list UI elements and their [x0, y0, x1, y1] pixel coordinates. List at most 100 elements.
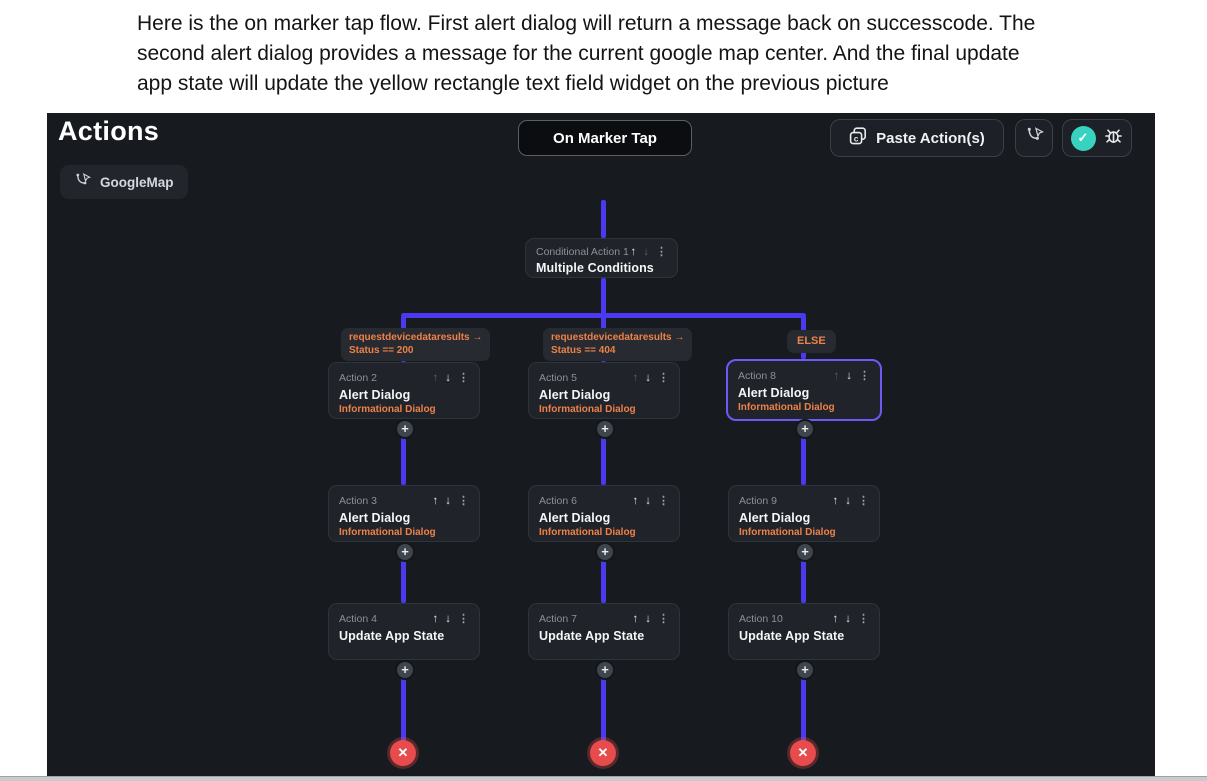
action-label: Action 6	[539, 494, 577, 507]
condition-pill[interactable]: requestdevicedataresults → Status == 200	[341, 328, 491, 362]
more-menu-icon[interactable]: ⋮	[858, 613, 869, 625]
move-down-icon[interactable]: ↓	[645, 494, 651, 507]
action-label: Conditional Action 1	[536, 245, 629, 258]
copy-icon: c	[849, 127, 867, 149]
move-up-icon[interactable]: ↑	[432, 371, 439, 384]
close-icon: ✕	[797, 745, 809, 760]
action-card[interactable]: Action 6 ↑ ↓ ⋮ Alert Dialog Informationa…	[528, 485, 680, 542]
action-title: Alert Dialog	[339, 388, 411, 402]
run-debug-group: ✓	[1062, 119, 1132, 157]
condition-else-label: ELSE	[797, 335, 826, 347]
add-action-button[interactable]: +	[395, 542, 415, 562]
action-label: Action 10	[739, 612, 783, 625]
move-down-icon[interactable]: ↓	[445, 612, 451, 625]
move-up-icon[interactable]: ↑	[632, 612, 639, 625]
action-label: Action 5	[539, 371, 577, 384]
close-icon: ✕	[597, 745, 609, 760]
action-card[interactable]: Action 10 ↑ ↓ ⋮ Update App State	[728, 603, 880, 660]
flow-end-button[interactable]: ✕	[590, 740, 616, 766]
more-menu-icon[interactable]: ⋮	[458, 372, 469, 384]
action-title: Alert Dialog	[539, 511, 611, 525]
condition-expression: Status == 200	[349, 345, 414, 357]
action-card[interactable]: Action 9 ↑ ↓ ⋮ Alert Dialog Informationa…	[728, 485, 880, 542]
condition-pill[interactable]: requestdevicedataresults → Status == 404	[543, 328, 693, 362]
action-card-selected[interactable]: Action 8 ↑ ↓ ⋮ Alert Dialog Informationa…	[726, 359, 882, 421]
connector-line	[401, 435, 406, 485]
action-label: Action 2	[339, 371, 377, 384]
debug-bug-button[interactable]	[1103, 125, 1124, 151]
more-menu-icon[interactable]: ⋮	[656, 246, 667, 258]
condition-source: requestdevicedataresults →	[349, 332, 483, 343]
action-title: Alert Dialog	[339, 511, 411, 525]
more-menu-icon[interactable]: ⋮	[658, 495, 669, 507]
connector-line	[601, 278, 606, 315]
move-down-icon[interactable]: ↓	[445, 494, 451, 507]
connector-line	[801, 676, 806, 742]
action-title: Alert Dialog	[738, 386, 810, 400]
more-menu-icon[interactable]: ⋮	[858, 495, 869, 507]
trigger-selector-button[interactable]: On Marker Tap	[518, 120, 692, 156]
connector-line	[401, 558, 406, 603]
move-up-icon[interactable]: ↑	[832, 494, 839, 507]
widget-chip-label: GoogleMap	[100, 174, 174, 190]
svg-text:c: c	[854, 133, 859, 143]
intro-line: Here is the on marker tap flow. First al…	[137, 12, 1036, 35]
move-down-icon[interactable]: ↓	[645, 612, 651, 625]
action-subtitle: Informational Dialog	[539, 527, 636, 538]
add-action-button[interactable]: +	[795, 660, 815, 680]
intro-line: app state will update the yellow rectang…	[137, 72, 889, 95]
flow-cursor-icon	[74, 172, 92, 192]
move-down-icon[interactable]: ↓	[846, 369, 852, 382]
move-up-icon[interactable]: ↑	[833, 369, 840, 382]
more-menu-icon[interactable]: ⋮	[658, 613, 669, 625]
connector-line	[601, 558, 606, 603]
more-menu-icon[interactable]: ⋮	[859, 370, 870, 382]
flow-end-button[interactable]: ✕	[790, 740, 816, 766]
action-subtitle: Informational Dialog	[539, 404, 636, 415]
move-up-icon[interactable]: ↑	[632, 494, 639, 507]
action-label: Action 3	[339, 494, 377, 507]
trigger-label: On Marker Tap	[553, 129, 657, 147]
action-card[interactable]: Action 4 ↑ ↓ ⋮ Update App State	[328, 603, 480, 660]
widget-chip-googlemap[interactable]: GoogleMap	[60, 165, 188, 199]
conditional-action-node[interactable]: Conditional Action 1 ↑ ↓ ⋮ Multiple Cond…	[525, 238, 678, 278]
connector-rail	[401, 313, 806, 318]
move-up-icon[interactable]: ↑	[832, 612, 839, 625]
action-subtitle: Informational Dialog	[339, 527, 436, 538]
move-down-icon[interactable]: ↓	[445, 371, 451, 384]
action-label: Action 7	[539, 612, 577, 625]
move-up-icon[interactable]: ↑	[630, 245, 637, 258]
add-action-button[interactable]: +	[595, 542, 615, 562]
add-action-button[interactable]: +	[395, 660, 415, 680]
more-menu-icon[interactable]: ⋮	[458, 613, 469, 625]
add-action-button[interactable]: +	[395, 419, 415, 439]
action-flow-button[interactable]	[1015, 119, 1053, 157]
action-card[interactable]: Action 2 ↑ ↓ ⋮ Alert Dialog Informationa…	[328, 362, 480, 419]
move-up-icon[interactable]: ↑	[632, 371, 639, 384]
add-action-button[interactable]: +	[795, 419, 815, 439]
condition-else-pill[interactable]: ELSE	[787, 330, 836, 353]
action-label: Action 8	[738, 369, 776, 382]
action-title: Update App State	[739, 629, 845, 643]
add-action-button[interactable]: +	[795, 542, 815, 562]
move-up-icon[interactable]: ↑	[432, 494, 439, 507]
more-menu-icon[interactable]: ⋮	[458, 495, 469, 507]
flow-end-button[interactable]: ✕	[390, 740, 416, 766]
add-action-button[interactable]: +	[595, 419, 615, 439]
action-card[interactable]: Action 3 ↑ ↓ ⋮ Alert Dialog Informationa…	[328, 485, 480, 542]
move-down-icon[interactable]: ↓	[845, 612, 851, 625]
move-down-icon[interactable]: ↓	[845, 494, 851, 507]
paste-actions-button[interactable]: c Paste Action(s)	[830, 119, 1004, 157]
move-down-icon[interactable]: ↓	[645, 371, 651, 384]
validate-check-button[interactable]: ✓	[1070, 125, 1096, 151]
action-card[interactable]: Action 5 ↑ ↓ ⋮ Alert Dialog Informationa…	[528, 362, 680, 419]
action-card[interactable]: Action 7 ↑ ↓ ⋮ Update App State	[528, 603, 680, 660]
more-menu-icon[interactable]: ⋮	[658, 372, 669, 384]
move-up-icon[interactable]: ↑	[432, 612, 439, 625]
bottom-scrollbar[interactable]	[0, 776, 1207, 781]
move-down-icon[interactable]: ↓	[643, 245, 649, 258]
condition-expression: Status == 404	[551, 345, 616, 357]
add-action-button[interactable]: +	[595, 660, 615, 680]
paste-actions-label: Paste Action(s)	[876, 129, 985, 147]
close-icon: ✕	[397, 745, 409, 760]
